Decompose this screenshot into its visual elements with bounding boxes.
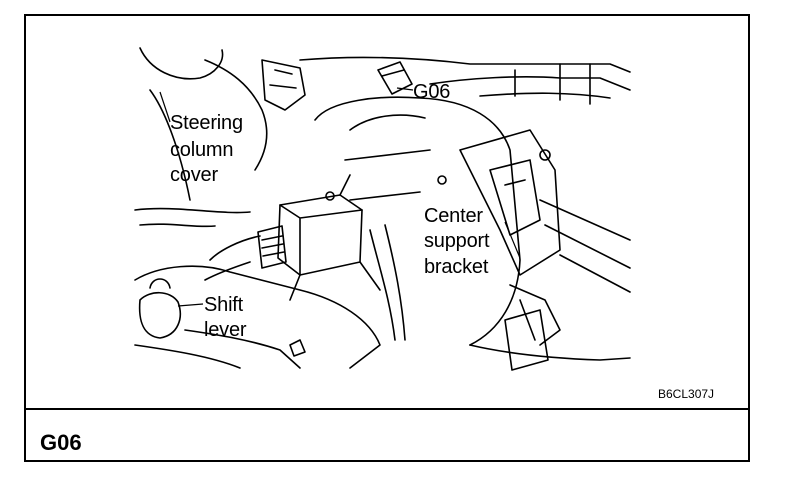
steering-column-cover-outline [149,59,268,201]
figure-frame [24,14,750,462]
callout-shift-line1: Shift [204,294,244,316]
bracket-inner [489,159,541,236]
callout-center-line2: support [424,230,490,252]
right-frame-rail [539,199,631,293]
pedal-pad [504,309,549,371]
callout-center-line1: Center [424,205,483,227]
console-lower [134,329,301,369]
callout-steering-line3: cover [170,164,218,186]
footer-code: G06 [40,430,82,455]
leader-center [504,221,521,259]
leader-g06 [396,87,414,91]
heater-unit [314,96,521,346]
lower-dash-curve [134,207,251,228]
steering-wheel-hub [139,47,224,80]
control-module-body [277,194,363,276]
callout-g06: G06 [413,81,451,103]
footer-divider [24,408,750,410]
harness-center [369,224,406,341]
g06-connector [377,61,413,95]
callout-shift-line2: lever [204,319,247,341]
dash-top [299,56,631,73]
figure-id: B6CL307J [658,387,715,401]
wiring-left [204,235,261,281]
brake-pedal-arm [509,284,561,346]
leader-shift [177,303,204,307]
callout-steering-line2: column [170,139,234,161]
bracket-bolt-upper [539,149,551,161]
duct-rib [514,63,591,105]
callout-center-line3: bracket [424,256,489,278]
module-bracket-arms [289,174,381,301]
heater-unit-inner [344,114,431,201]
console-outline [134,265,381,369]
module-connector [257,225,287,269]
column-switch [261,59,306,111]
duct-top [429,76,631,99]
control-module-top [279,204,363,276]
shift-lever-knob [149,278,171,289]
bracket-bolt-mid [437,175,447,185]
leader-steering [159,91,171,123]
shift-boot [138,291,182,339]
floor-edge [469,344,631,361]
callout-steering-line1: Steering [170,112,243,134]
console-screw [289,339,306,357]
center-support-bracket [459,129,561,276]
